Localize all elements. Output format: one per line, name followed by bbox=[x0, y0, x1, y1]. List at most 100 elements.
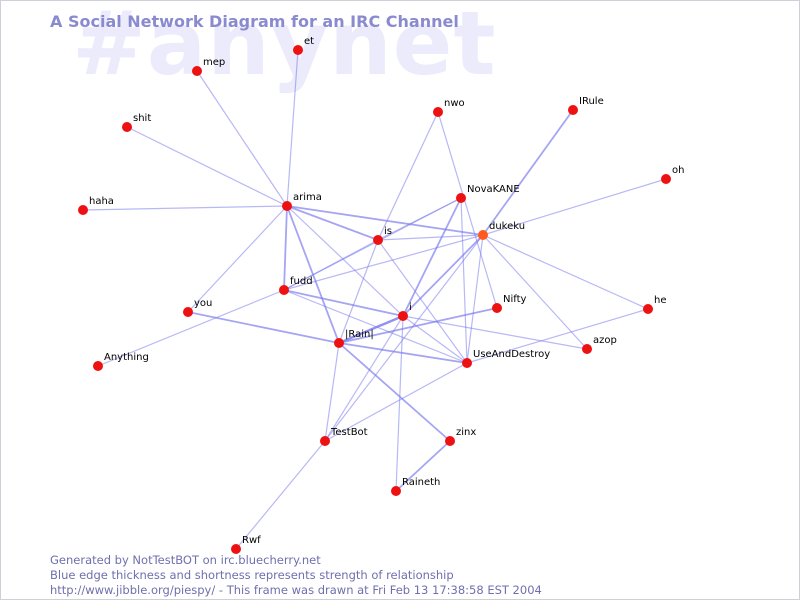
node-dot bbox=[391, 486, 401, 496]
node-fudd: fudd bbox=[279, 276, 313, 295]
footer-url-timestamp: http://www.jibble.org/piespy/ - This fra… bbox=[50, 583, 542, 597]
node-azop: azop bbox=[582, 335, 617, 354]
node-mep: mep bbox=[192, 57, 225, 76]
node-dot bbox=[192, 66, 202, 76]
node-label: you bbox=[194, 298, 212, 309]
edge-arima-i bbox=[286, 205, 404, 317]
node-label: UseAndDestroy bbox=[473, 349, 550, 360]
edge-dukeku-fudd bbox=[283, 234, 484, 291]
edge-IRain-zinx bbox=[338, 342, 451, 442]
node-dot bbox=[279, 285, 289, 295]
edge-i-TestBot bbox=[324, 315, 404, 442]
edge-fudd-i bbox=[283, 289, 404, 317]
node-dot bbox=[231, 544, 241, 554]
node-label: i bbox=[409, 302, 412, 313]
edge-is-UseAndDestroy bbox=[377, 239, 468, 364]
edge-IRain-TestBot bbox=[324, 342, 340, 442]
node-label: |Rain| bbox=[345, 329, 374, 340]
node-arima: arima bbox=[282, 192, 322, 211]
edge-arima-haha bbox=[82, 205, 288, 211]
edge-nwo-Nifty bbox=[437, 111, 498, 309]
node-dot bbox=[293, 45, 303, 55]
node-label: IRule bbox=[579, 96, 604, 107]
node-dot bbox=[462, 358, 472, 368]
edge-dukeku-UseAndDestroy bbox=[466, 234, 484, 364]
node-label: zinx bbox=[456, 427, 476, 438]
node-dot bbox=[456, 193, 466, 203]
node-label: TestBot bbox=[330, 427, 368, 438]
node-dot bbox=[78, 205, 88, 215]
diagram-title: A Social Network Diagram for an IRC Chan… bbox=[50, 12, 459, 31]
node-dot bbox=[661, 174, 671, 184]
edge-is-IRain bbox=[338, 239, 379, 344]
node-dot bbox=[433, 107, 443, 117]
node-label: Nifty bbox=[503, 294, 527, 305]
edge-arima-fudd bbox=[283, 205, 288, 291]
edge-is-nwo bbox=[377, 111, 439, 241]
edge-you-IRain bbox=[187, 311, 340, 344]
node-dot bbox=[643, 304, 653, 314]
node-dot bbox=[320, 436, 330, 446]
channel-watermark: #anynet bbox=[72, 0, 497, 95]
node-oh: oh bbox=[661, 165, 684, 184]
edge-arima-mep bbox=[196, 70, 288, 207]
node-et: et bbox=[293, 36, 314, 55]
edges-layer bbox=[82, 49, 667, 550]
node-label: Raineth bbox=[402, 477, 440, 488]
node-zinx: zinx bbox=[445, 427, 476, 446]
node-dot bbox=[478, 230, 488, 240]
edge-dukeku-i bbox=[402, 234, 484, 317]
node-label: NovaKANE bbox=[467, 184, 520, 195]
edge-NovaKANE-fudd bbox=[283, 197, 462, 291]
node-nwo: nwo bbox=[433, 98, 465, 117]
node-Anything: Anything bbox=[93, 352, 149, 371]
node-i: i bbox=[398, 302, 412, 321]
node-label: dukeku bbox=[489, 221, 525, 232]
node-label: fudd bbox=[290, 276, 313, 287]
node-UseAndDestroy: UseAndDestroy bbox=[462, 349, 550, 368]
node-dot bbox=[122, 122, 132, 132]
node-Nifty: Nifty bbox=[492, 294, 527, 313]
footer-generated-by: Generated by NotTestBOT on irc.bluecherr… bbox=[50, 553, 321, 567]
edge-IRain-UseAndDestroy bbox=[338, 342, 468, 364]
node-label: haha bbox=[89, 196, 114, 207]
node-is: is bbox=[373, 226, 392, 245]
node-you: you bbox=[183, 298, 212, 317]
node-label: shit bbox=[133, 113, 151, 124]
edge-IRain-Nifty bbox=[338, 307, 498, 344]
edge-i-UseAndDestroy bbox=[402, 315, 468, 364]
node-shit: shit bbox=[122, 113, 151, 132]
node-dot bbox=[373, 235, 383, 245]
edge-dukeku-azop bbox=[482, 234, 588, 350]
node-label: Rwf bbox=[242, 535, 261, 546]
node-label: arima bbox=[293, 192, 322, 203]
node-dot bbox=[334, 338, 344, 348]
edge-IRule-dukeku bbox=[482, 109, 574, 236]
node-he: he bbox=[643, 295, 667, 314]
edge-i-azop bbox=[402, 315, 588, 350]
edge-i-Raineth bbox=[395, 315, 404, 492]
edge-zinx-Raineth bbox=[395, 440, 451, 492]
node-label: oh bbox=[672, 165, 684, 176]
edge-UseAndDestroy-TestBot bbox=[324, 362, 468, 442]
edge-TestBot-Rwf bbox=[235, 440, 326, 550]
node-IRain: |Rain| bbox=[334, 329, 374, 348]
node-dot bbox=[445, 436, 455, 446]
node-IRule: IRule bbox=[568, 96, 604, 115]
edge-arima-shit bbox=[126, 126, 288, 207]
node-NovaKANE: NovaKANE bbox=[456, 184, 520, 203]
node-dot bbox=[492, 303, 502, 313]
node-label: is bbox=[384, 226, 392, 237]
edge-arima-you bbox=[187, 205, 288, 313]
footer: Generated by NotTestBOT on irc.bluecherr… bbox=[50, 553, 542, 598]
edge-dukeku-he bbox=[482, 234, 649, 310]
node-dot bbox=[93, 361, 103, 371]
node-Rwf: Rwf bbox=[231, 535, 261, 554]
footer-legend-note: Blue edge thickness and shortness repres… bbox=[50, 568, 454, 582]
node-dot bbox=[582, 344, 592, 354]
edge-NovaKANE-i bbox=[402, 197, 462, 317]
edge-he-UseAndDestroy bbox=[466, 308, 649, 364]
edge-arima-dukeku bbox=[286, 205, 484, 236]
